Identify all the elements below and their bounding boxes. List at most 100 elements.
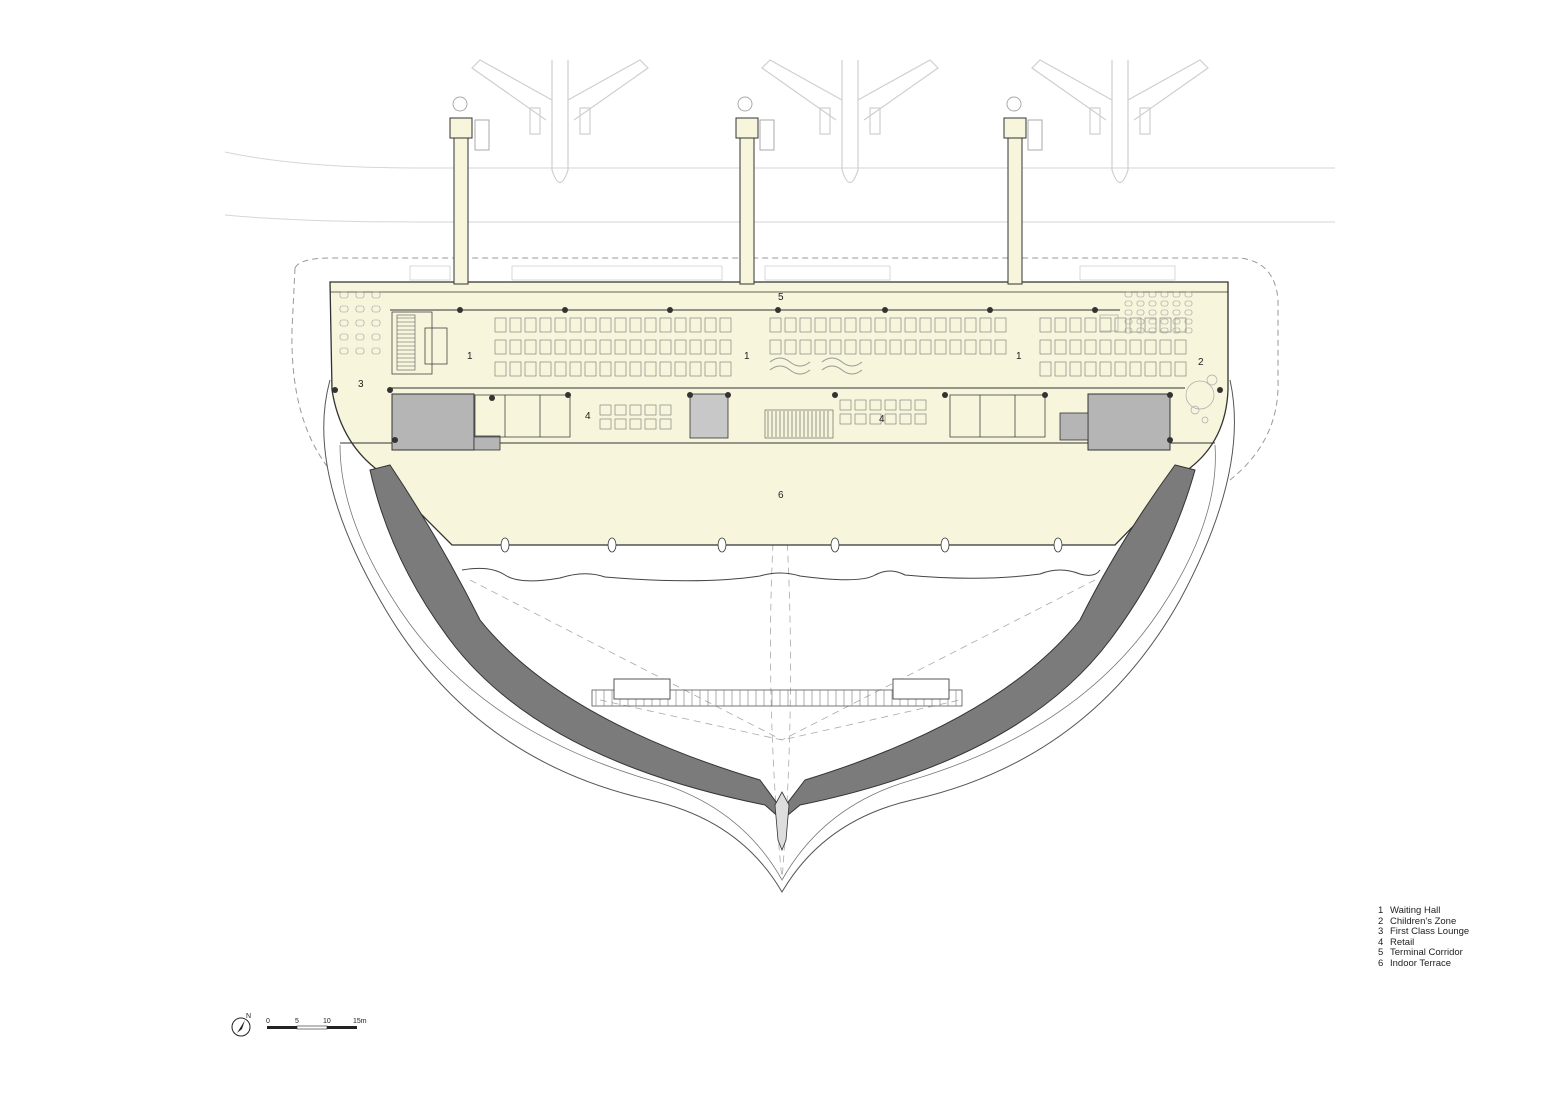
seat-row — [1174, 317, 1187, 333]
seat-row — [919, 317, 932, 333]
lounge-seat — [355, 333, 365, 341]
seat-row — [1159, 339, 1172, 355]
facade-node — [830, 537, 840, 553]
legend-num: 1 — [1378, 905, 1384, 916]
seat-row — [949, 317, 962, 333]
seat-row — [629, 361, 642, 377]
seat-row — [769, 317, 782, 333]
seat-row — [1069, 339, 1082, 355]
lounge-seat — [1184, 300, 1193, 307]
seat-row — [859, 339, 872, 355]
seat-row — [674, 361, 687, 377]
seat-row — [644, 339, 657, 355]
seat-row — [979, 317, 992, 333]
retail-table — [629, 418, 642, 430]
pier-bridge — [591, 678, 963, 707]
column — [562, 307, 568, 313]
retail-table — [614, 404, 627, 416]
seat-row — [784, 317, 797, 333]
legend-num: 5 — [1378, 947, 1384, 959]
north-arrow-icon: N — [231, 1013, 251, 1037]
lounge-seat — [1136, 309, 1145, 316]
seat-row — [644, 361, 657, 377]
seat-row — [524, 317, 537, 333]
waiting-seats — [494, 317, 1187, 377]
seat-row — [689, 361, 702, 377]
floor-wave-pattern — [769, 357, 863, 375]
scale-tick: 15m — [353, 1018, 367, 1025]
wave-facade — [461, 567, 1101, 582]
seat-row — [889, 317, 902, 333]
roof-outline-dashed — [294, 257, 1279, 481]
column — [457, 307, 463, 313]
scale-tick: 5 — [295, 1018, 299, 1025]
seat-row — [964, 317, 977, 333]
seat-row — [569, 339, 582, 355]
seat-row — [1144, 339, 1157, 355]
retail-table — [899, 413, 912, 425]
seat-row — [769, 339, 782, 355]
retail-table — [839, 413, 852, 425]
seat-row — [584, 317, 597, 333]
lounge-seat — [371, 319, 381, 327]
room-label-childrens-zone: 2 — [1198, 357, 1204, 368]
seat-row — [1054, 317, 1067, 333]
legend-num: 6 — [1378, 957, 1384, 969]
seat-row — [1084, 339, 1097, 355]
roof-edge-stripes — [409, 265, 1176, 281]
lounge-seat — [1172, 291, 1181, 298]
scale-bar: 0 5 10 15m — [266, 1018, 367, 1030]
lounge-furniture — [339, 291, 1193, 355]
seat-row — [509, 317, 522, 333]
seat-row — [674, 339, 687, 355]
legend-label: Terminal Corridor — [1390, 947, 1463, 959]
column — [942, 392, 948, 398]
seat-row — [569, 317, 582, 333]
seat-row — [494, 361, 507, 377]
lounge-seat — [1172, 327, 1181, 334]
column — [1042, 392, 1048, 398]
lounge-seat — [1124, 291, 1133, 298]
hull-deck-band — [369, 464, 1196, 821]
column — [987, 307, 993, 313]
lounge-seat — [355, 319, 365, 327]
seat-row — [1099, 339, 1112, 355]
lounge-seat — [355, 291, 365, 299]
lounge-seat — [1124, 300, 1133, 307]
seat-row — [539, 339, 552, 355]
lounge-seat — [1184, 309, 1193, 316]
room-label-waiting-hall-west: 1 — [467, 351, 473, 362]
retail-table — [869, 399, 882, 411]
seat-row — [1129, 361, 1142, 377]
lounge-stair — [396, 314, 416, 371]
seat-row — [919, 339, 932, 355]
retail-table — [884, 399, 897, 411]
north-arrow-and-scale: N 0 5 10 15m — [231, 1013, 367, 1037]
seat-row — [1054, 361, 1067, 377]
lounge-seat — [371, 333, 381, 341]
column — [489, 395, 495, 401]
seat-row — [904, 339, 917, 355]
terminal-floor-plate — [329, 281, 1229, 546]
seat-row — [799, 317, 812, 333]
lounge-seat — [1172, 300, 1181, 307]
seat-row — [859, 317, 872, 333]
central-escalator — [764, 409, 834, 439]
retail-table — [869, 413, 882, 425]
lounge-seat — [1136, 327, 1145, 334]
seat-row — [659, 339, 672, 355]
seat-row — [1069, 361, 1082, 377]
seat-row — [829, 339, 842, 355]
room-label-retail-west: 4 — [585, 411, 591, 422]
facade-node — [500, 537, 510, 553]
seat-row — [689, 339, 702, 355]
lounge-seat — [1160, 309, 1169, 316]
seat-row — [554, 339, 567, 355]
seat-row — [719, 317, 732, 333]
column — [882, 307, 888, 313]
lounge-seat — [371, 305, 381, 313]
lounge-seat — [1172, 309, 1181, 316]
hull-outer-line — [323, 379, 1235, 893]
